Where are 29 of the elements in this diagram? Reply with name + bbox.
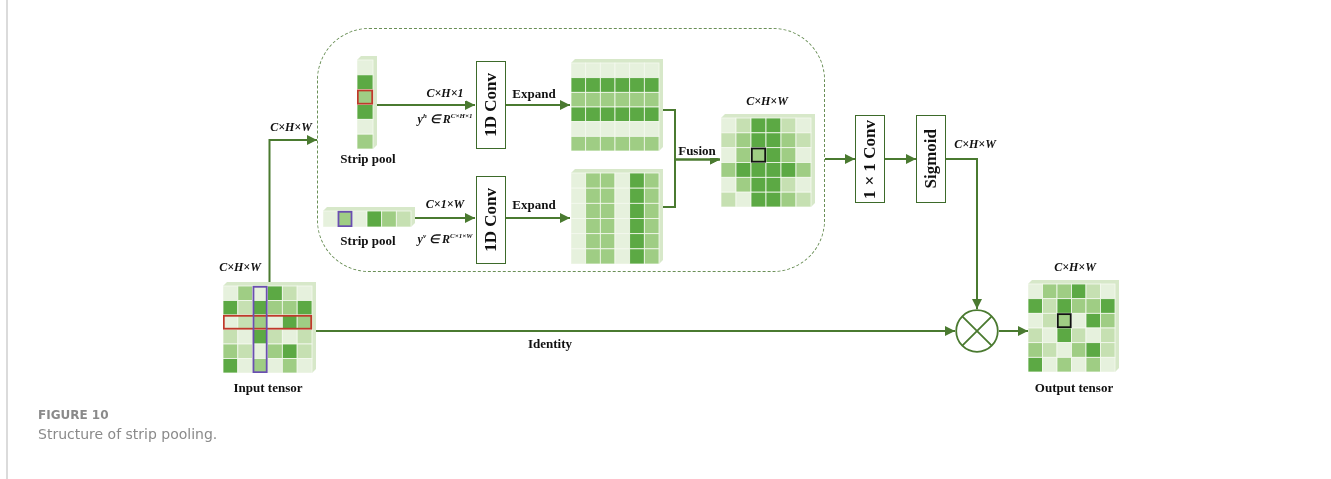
figure-number: FIGURE 10 (38, 408, 109, 422)
edge-label: Expand (510, 197, 558, 212)
dashed-group-box (317, 28, 825, 272)
arrow (884, 154, 917, 164)
arrow (504, 213, 571, 223)
layer-box: 1×1 Conv (855, 115, 885, 203)
edge-label: C×H×1 (424, 86, 466, 101)
figure-caption: Structure of strip pooling. (38, 426, 218, 442)
tensor-label: Strip pool (339, 151, 397, 167)
dimension-label: C×H×W (218, 259, 263, 275)
arrow (268, 135, 318, 283)
dimension-label: C×H×W (1053, 259, 1098, 275)
arrow (504, 100, 571, 110)
tensor-label: Input tensor (232, 380, 304, 396)
arrow (315, 326, 956, 336)
edge-label: Fusion (676, 143, 718, 158)
formula-label: y$^{h}$ ∈ R$^{C×H×1}$ (417, 112, 473, 127)
layer-box: 1D Conv (476, 61, 506, 149)
formula-label: y$^{v}$ ∈ R$^{C×1×W}$ (417, 232, 473, 247)
arrow (945, 158, 982, 310)
arrow (824, 154, 856, 164)
tensor-label: Output tensor (1033, 380, 1115, 396)
layer-box: 1D Conv (476, 176, 506, 264)
arrow (998, 326, 1029, 336)
tensor-label: Strip pool (339, 233, 397, 249)
dimension-label: C×H×W (745, 93, 790, 109)
layer-box: Sigmoid (916, 115, 946, 203)
edge-label: Identity (525, 336, 575, 351)
edge-label: Expand (510, 86, 558, 101)
